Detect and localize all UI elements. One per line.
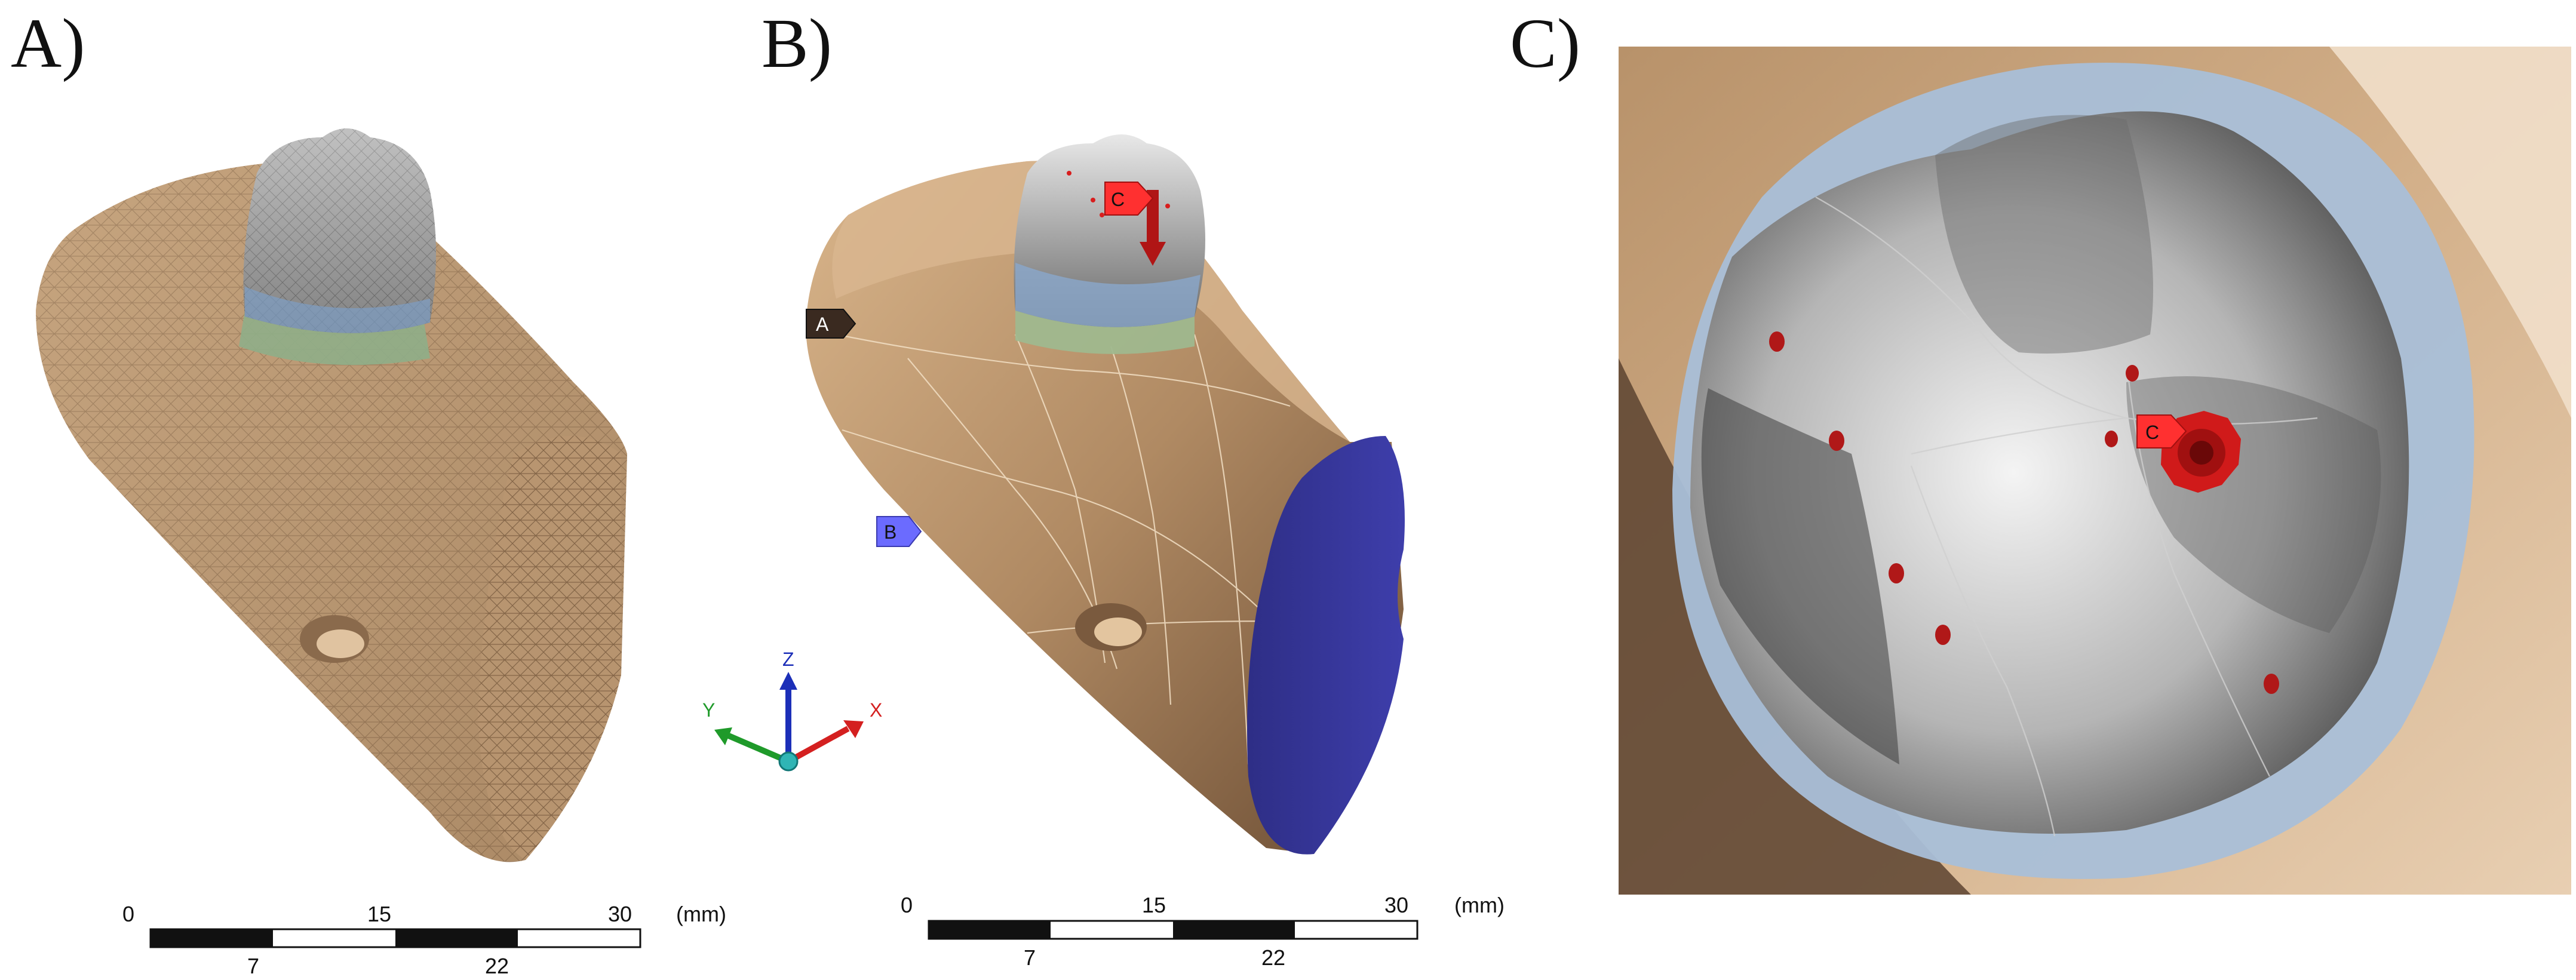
scale-b-tick-30: 30: [1384, 893, 1408, 917]
triad-y-label: Y: [702, 699, 715, 721]
tag-b: B: [876, 516, 922, 547]
load-points-c: [1769, 331, 2279, 694]
svg-text:A: A: [816, 314, 829, 335]
scale-a-seg-1: [151, 929, 273, 947]
coordinate-triad: Z X Y: [702, 649, 882, 772]
tag-c-closeup: C: [2136, 414, 2187, 448]
tooth-collar-b: [1015, 305, 1195, 354]
triad-x-label: X: [870, 699, 882, 721]
tag-a: A: [806, 309, 856, 339]
force-arrow-c: [1140, 190, 1166, 266]
scale-a-seg-3: [395, 929, 518, 947]
scale-b-tick-7: 7: [1024, 945, 1036, 970]
scale-b-tick-22: 22: [1261, 945, 1285, 970]
panel-label-a: A): [11, 4, 85, 82]
panel-c-closeup: C: [1619, 47, 2571, 895]
panel-b-model: [806, 134, 1405, 855]
scale-b-tick-15: 15: [1142, 893, 1166, 917]
triad-z-label: Z: [782, 649, 794, 670]
scale-a-unit: (mm): [676, 902, 726, 926]
scale-b-tick-0: 0: [901, 893, 913, 917]
tag-c: C: [1104, 182, 1154, 216]
svg-text:C: C: [2145, 422, 2159, 443]
scale-b-seg-1: [929, 921, 1051, 939]
bone-cut-face-mesh: [478, 436, 621, 860]
scale-a-tick-30: 30: [608, 902, 632, 926]
scale-a-tick-0: 0: [122, 902, 134, 926]
scale-b-unit: (mm): [1454, 893, 1505, 917]
svg-text:B: B: [884, 521, 896, 543]
scale-a-tick-15: 15: [367, 902, 391, 926]
panel-label-b: B): [762, 4, 832, 82]
scale-bar-b: 0 15 30 (mm) 7 22: [901, 893, 1505, 970]
scale-a-tick-7: 7: [247, 954, 259, 978]
scale-a-tick-22: 22: [485, 954, 509, 978]
fixed-support-face: [1247, 436, 1405, 855]
scale-bar-a: 0 15 30 (mm) 7 22: [122, 902, 726, 978]
svg-text:C: C: [1111, 189, 1125, 210]
panel-a-model: [36, 128, 627, 862]
panel-label-c: C): [1510, 4, 1580, 82]
scale-b-seg-3: [1173, 921, 1295, 939]
